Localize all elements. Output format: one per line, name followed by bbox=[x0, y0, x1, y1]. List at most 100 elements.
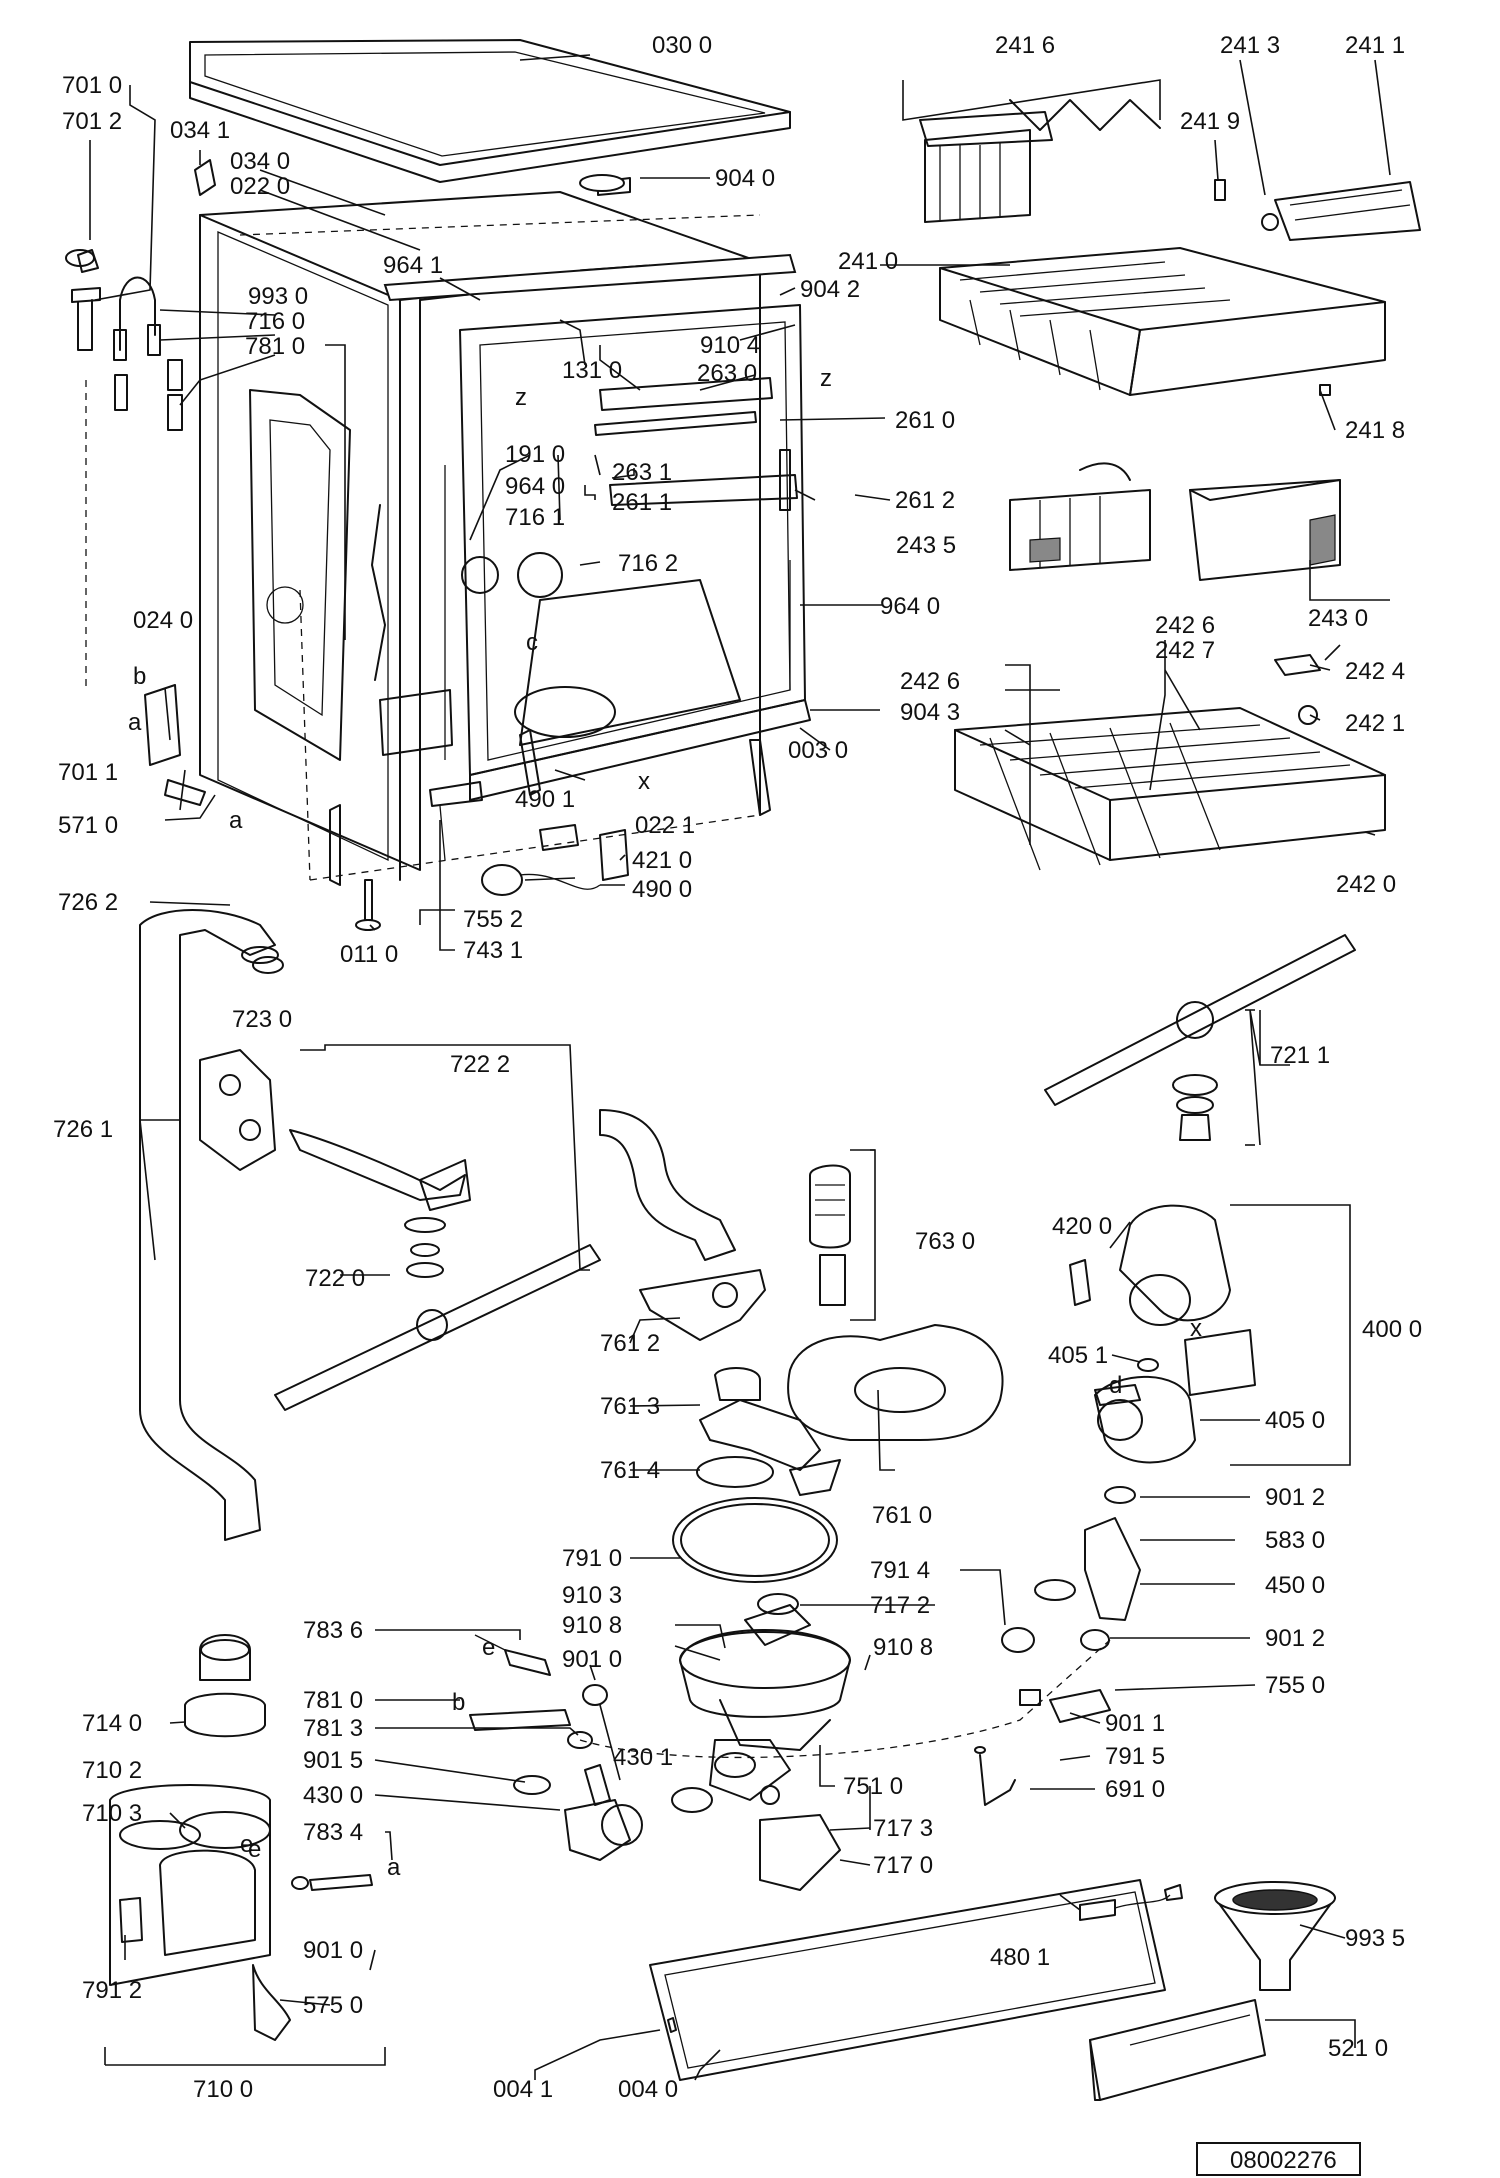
part-label: 791 0 bbox=[562, 1545, 622, 1572]
upper-rack-drawing bbox=[919, 99, 1421, 396]
part-labels: 030 0 241 6 241 3 241 1 701 0 701 2 034 … bbox=[53, 32, 1422, 2103]
control-panel-drawing bbox=[1089, 1999, 1266, 2101]
part-label: 022 0 bbox=[230, 173, 290, 200]
part-label: 723 0 bbox=[232, 1006, 292, 1033]
part-label: 480 1 bbox=[990, 1944, 1050, 1971]
part-label: 421 0 bbox=[632, 847, 692, 874]
callout-letter: b bbox=[133, 663, 146, 690]
part-label: 241 9 bbox=[1180, 108, 1240, 135]
part-label: 717 3 bbox=[873, 1815, 933, 1842]
circulation-pipe-drawing bbox=[139, 909, 284, 1541]
document-number-text: 08002276 bbox=[1230, 2147, 1337, 2174]
part-label: 717 0 bbox=[873, 1852, 933, 1879]
part-label: 726 1 bbox=[53, 1116, 113, 1143]
part-label: 910 3 bbox=[562, 1582, 622, 1609]
part-label: 405 1 bbox=[1048, 1342, 1108, 1369]
cutlery-basket-drawing bbox=[1009, 462, 1341, 581]
part-label: 583 0 bbox=[1265, 1527, 1325, 1554]
part-label: 034 0 bbox=[230, 148, 290, 175]
part-label: 791 2 bbox=[82, 1977, 142, 2004]
callout-letter: b bbox=[452, 1689, 465, 1716]
callout-letters: z z c b a a x x d e b e e a bbox=[128, 365, 1202, 1881]
part-label: 993 0 bbox=[248, 283, 308, 310]
part-label: 904 2 bbox=[800, 276, 860, 303]
part-label: 781 0 bbox=[303, 1687, 363, 1714]
part-label: 726 2 bbox=[58, 889, 118, 916]
part-label: 261 2 bbox=[895, 487, 955, 514]
callout-letter: a bbox=[387, 1854, 401, 1881]
part-label: 722 2 bbox=[450, 1051, 510, 1078]
callout-letter: x bbox=[638, 768, 650, 795]
part-label: 004 0 bbox=[618, 2076, 678, 2103]
part-label: 241 0 bbox=[838, 248, 898, 275]
callout-letter: z bbox=[515, 384, 527, 411]
part-label: 571 0 bbox=[58, 812, 118, 839]
part-label: 791 4 bbox=[870, 1557, 930, 1584]
part-label: 761 0 bbox=[872, 1502, 932, 1529]
part-label: 701 1 bbox=[58, 759, 118, 786]
part-label: 490 1 bbox=[515, 786, 575, 813]
sump-drawing bbox=[579, 1604, 1111, 1891]
part-label: 716 2 bbox=[618, 550, 678, 577]
part-label: 761 2 bbox=[600, 1330, 660, 1357]
callout-letter: e bbox=[248, 1836, 261, 1863]
part-label: 420 0 bbox=[1052, 1213, 1112, 1240]
part-label: 783 4 bbox=[303, 1819, 363, 1846]
part-label: 261 0 bbox=[895, 407, 955, 434]
part-label: 964 0 bbox=[505, 473, 565, 500]
part-label: 901 5 bbox=[303, 1747, 363, 1774]
part-label: 714 0 bbox=[82, 1710, 142, 1737]
part-label: 743 1 bbox=[463, 937, 523, 964]
part-label: 993 5 bbox=[1345, 1925, 1405, 1952]
part-label: 490 0 bbox=[632, 876, 692, 903]
part-label: 024 0 bbox=[133, 607, 193, 634]
part-label: 261 1 bbox=[612, 489, 672, 516]
part-label: 430 1 bbox=[613, 1744, 673, 1771]
part-label: 242 6 bbox=[900, 668, 960, 695]
part-label: 241 6 bbox=[995, 32, 1055, 59]
part-label: 763 0 bbox=[915, 1228, 975, 1255]
part-label: 783 6 bbox=[303, 1617, 363, 1644]
hoses-drainpump-drawing bbox=[469, 1634, 643, 1861]
callout-letter: c bbox=[526, 629, 538, 656]
part-label: 701 2 bbox=[62, 108, 122, 135]
funnel-drawing bbox=[1214, 1881, 1336, 1991]
part-label: 710 0 bbox=[193, 2076, 253, 2103]
part-label: 901 2 bbox=[1265, 1625, 1325, 1652]
part-label: 761 3 bbox=[600, 1393, 660, 1420]
part-label: 030 0 bbox=[652, 32, 712, 59]
part-label: 910 8 bbox=[562, 1612, 622, 1639]
part-label: 243 5 bbox=[896, 532, 956, 559]
part-label: 241 3 bbox=[1220, 32, 1280, 59]
callout-letter: x bbox=[1190, 1315, 1202, 1342]
part-label: 241 1 bbox=[1345, 32, 1405, 59]
part-label: 964 1 bbox=[383, 252, 443, 279]
parts-drawings bbox=[65, 39, 1421, 2101]
part-label: 243 0 bbox=[1308, 605, 1368, 632]
callout-letter: a bbox=[229, 807, 243, 834]
part-label: 691 0 bbox=[1105, 1776, 1165, 1803]
part-label: 241 8 bbox=[1345, 417, 1405, 444]
part-label: 755 2 bbox=[463, 906, 523, 933]
part-label: 901 0 bbox=[562, 1646, 622, 1673]
timer-switch-drawing bbox=[355, 824, 629, 931]
part-label: 004 1 bbox=[493, 2076, 553, 2103]
part-label: 717 2 bbox=[870, 1592, 930, 1619]
part-label: 910 4 bbox=[700, 332, 760, 359]
part-label: 242 1 bbox=[1345, 710, 1405, 737]
part-label: 405 0 bbox=[1265, 1407, 1325, 1434]
part-label: 003 0 bbox=[788, 737, 848, 764]
part-label: 430 0 bbox=[303, 1782, 363, 1809]
document-number: 08002276 bbox=[1196, 2142, 1361, 2176]
upper-spray-arm-drawing bbox=[274, 1129, 601, 1411]
part-label: 450 0 bbox=[1265, 1572, 1325, 1599]
callout-letter: z bbox=[820, 365, 832, 392]
callout-letter: e bbox=[240, 1831, 253, 1858]
leader-lines bbox=[89, 54, 1391, 2081]
part-label: 521 0 bbox=[1328, 2035, 1388, 2062]
part-label: 701 0 bbox=[62, 72, 122, 99]
part-label: 034 1 bbox=[170, 117, 230, 144]
part-label: 710 3 bbox=[82, 1800, 142, 1827]
worktop-drawing bbox=[189, 39, 791, 183]
base-tray-drawing bbox=[649, 1879, 1183, 2081]
